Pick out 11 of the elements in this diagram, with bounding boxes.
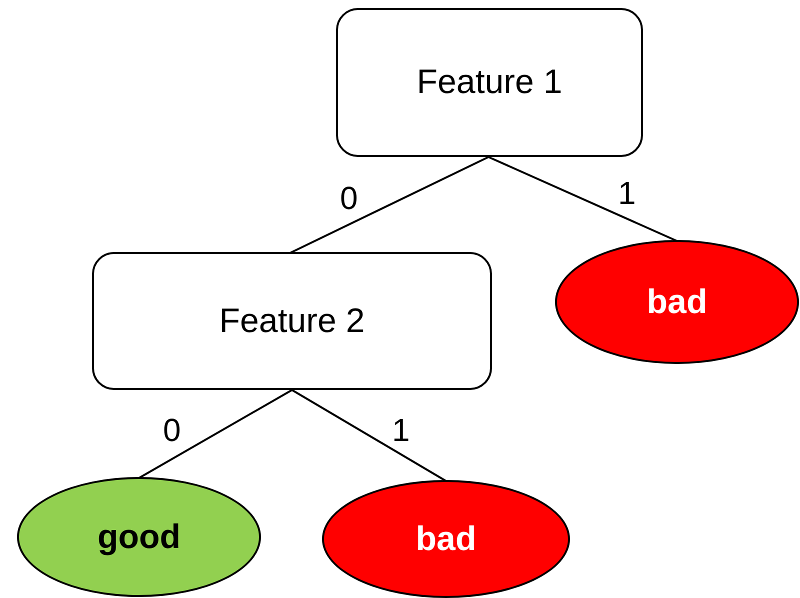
decision-box (92, 252, 492, 390)
connector-line (138, 389, 292, 479)
node-label: bad (646, 282, 708, 322)
node-label: bad (416, 520, 476, 558)
node-label: good (97, 518, 181, 556)
connector-line (292, 389, 446, 482)
connector-line (488, 156, 678, 242)
node-label: Feature 1 (416, 63, 562, 102)
connector-line (290, 156, 489, 254)
node-label: Feature 2 (219, 302, 365, 340)
decision-box (336, 8, 643, 157)
